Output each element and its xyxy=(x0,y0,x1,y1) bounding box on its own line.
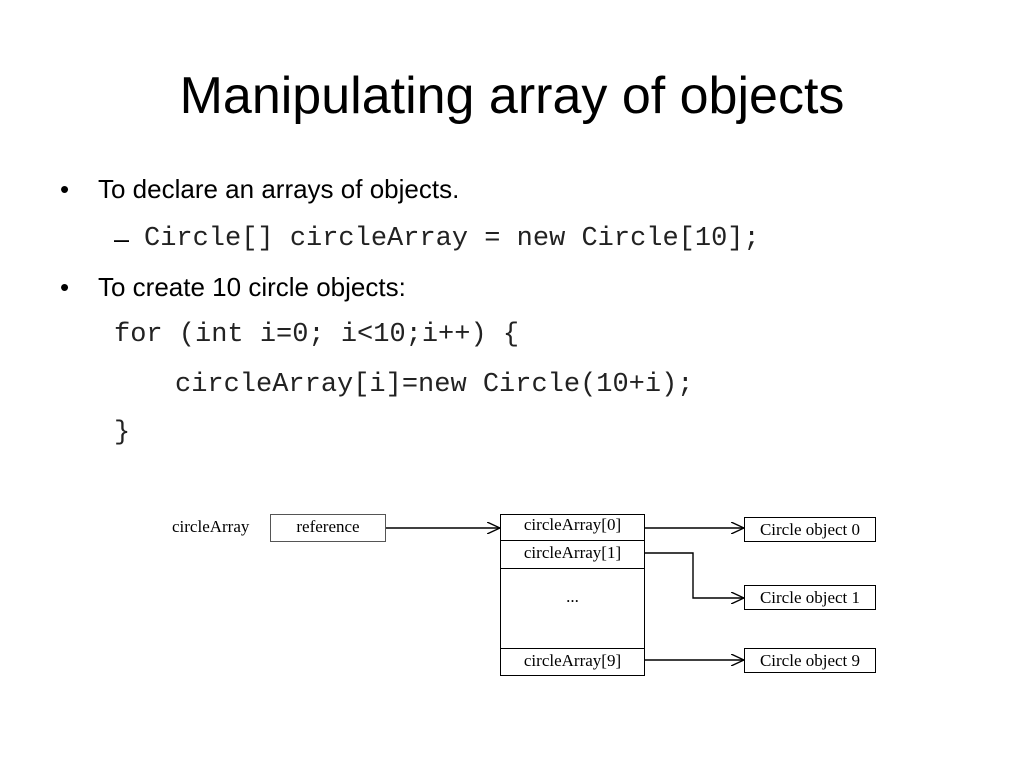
bullet-marker: • xyxy=(60,272,70,302)
sub-bullet-marker: – xyxy=(114,224,130,254)
arrow-cell1-to-object1 xyxy=(635,552,744,598)
bullet-marker: • xyxy=(60,174,70,204)
array-cell-1-label: circleArray[1] xyxy=(523,543,622,562)
circle-object-9-label: Circle object 9 xyxy=(759,651,861,670)
slide-title: Manipulating array of objects xyxy=(179,67,845,125)
circle-object-0-box: Circle object 0 xyxy=(744,517,876,542)
declaration-code: Circle[] circleArray = new Circle[10]; xyxy=(144,224,760,254)
bullet-item: • To create 10 circle objects: xyxy=(60,270,660,304)
array-cell-9-label: circleArray[9] xyxy=(523,651,622,670)
array-cell-9: circleArray[9] xyxy=(501,648,644,675)
array-cell-ellipsis: ... xyxy=(501,587,644,609)
circle-object-1-label: Circle object 1 xyxy=(759,588,861,607)
circle-object-1-box: Circle object 1 xyxy=(744,585,876,610)
ellipsis-label: ... xyxy=(566,587,579,606)
circle-object-0-label: Circle object 0 xyxy=(759,520,861,539)
sub-bullet-item: – Circle[] circleArray = new Circle[10]; xyxy=(114,222,974,256)
bullet-item: • To declare an arrays of objects. xyxy=(60,172,660,206)
bullet-text: To create 10 circle objects: xyxy=(98,272,406,302)
reference-box: reference xyxy=(270,514,386,542)
array-variable-label: circleArray xyxy=(172,517,250,536)
bullet-text: To declare an arrays of objects. xyxy=(98,174,460,204)
code-line-close: } xyxy=(114,418,131,448)
array-box: circleArray[0] circleArray[1] ... circle… xyxy=(500,514,645,676)
array-cell-0-label: circleArray[0] xyxy=(523,515,622,534)
code-line-body: circleArray[i]=new Circle(10+i); xyxy=(175,370,694,400)
code-line-for: for (int i=0; i<10;i++) { xyxy=(114,320,520,350)
array-cell-0: circleArray[0] xyxy=(501,515,644,541)
array-cell-1: circleArray[1] xyxy=(501,541,644,569)
reference-label: reference xyxy=(296,517,360,536)
circle-object-9-box: Circle object 9 xyxy=(744,648,876,673)
